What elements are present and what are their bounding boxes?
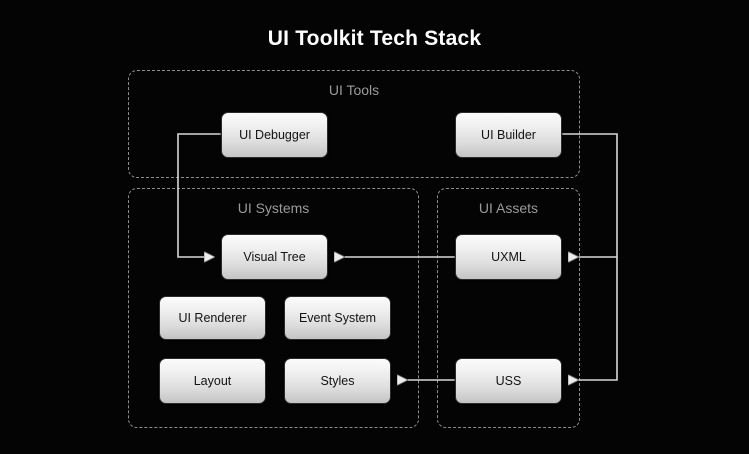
node-uxml[interactable]: UXML	[455, 234, 562, 280]
node-event-system[interactable]: Event System	[284, 296, 391, 340]
node-visual-tree[interactable]: Visual Tree	[221, 234, 328, 280]
node-label-visual-tree: Visual Tree	[243, 250, 306, 264]
node-ui-builder[interactable]: UI Builder	[455, 112, 562, 158]
node-ui-debugger[interactable]: UI Debugger	[221, 112, 328, 158]
node-label-event-system: Event System	[298, 311, 377, 325]
node-label-styles: Styles	[320, 374, 355, 388]
group-label-ui-systems: UI Systems	[237, 200, 310, 216]
node-styles[interactable]: Styles	[284, 358, 391, 404]
node-label-ui-debugger: UI Debugger	[239, 128, 310, 142]
group-ui-tools: UI Tools	[128, 70, 580, 178]
node-layout[interactable]: Layout	[159, 358, 266, 404]
node-label-ui-renderer: UI Renderer	[178, 311, 247, 325]
node-ui-renderer[interactable]: UI Renderer	[159, 296, 266, 340]
node-uss[interactable]: USS	[455, 358, 562, 404]
group-ui-systems: UI Systems	[128, 188, 419, 428]
group-label-ui-tools: UI Tools	[328, 82, 380, 98]
node-label-uss: USS	[495, 374, 522, 388]
node-label-layout: Layout	[193, 374, 232, 388]
group-label-ui-assets: UI Assets	[478, 200, 539, 216]
page-title: UI Toolkit Tech Stack	[267, 27, 482, 50]
node-label-uxml: UXML	[491, 250, 526, 264]
node-label-ui-builder: UI Builder	[481, 128, 536, 142]
